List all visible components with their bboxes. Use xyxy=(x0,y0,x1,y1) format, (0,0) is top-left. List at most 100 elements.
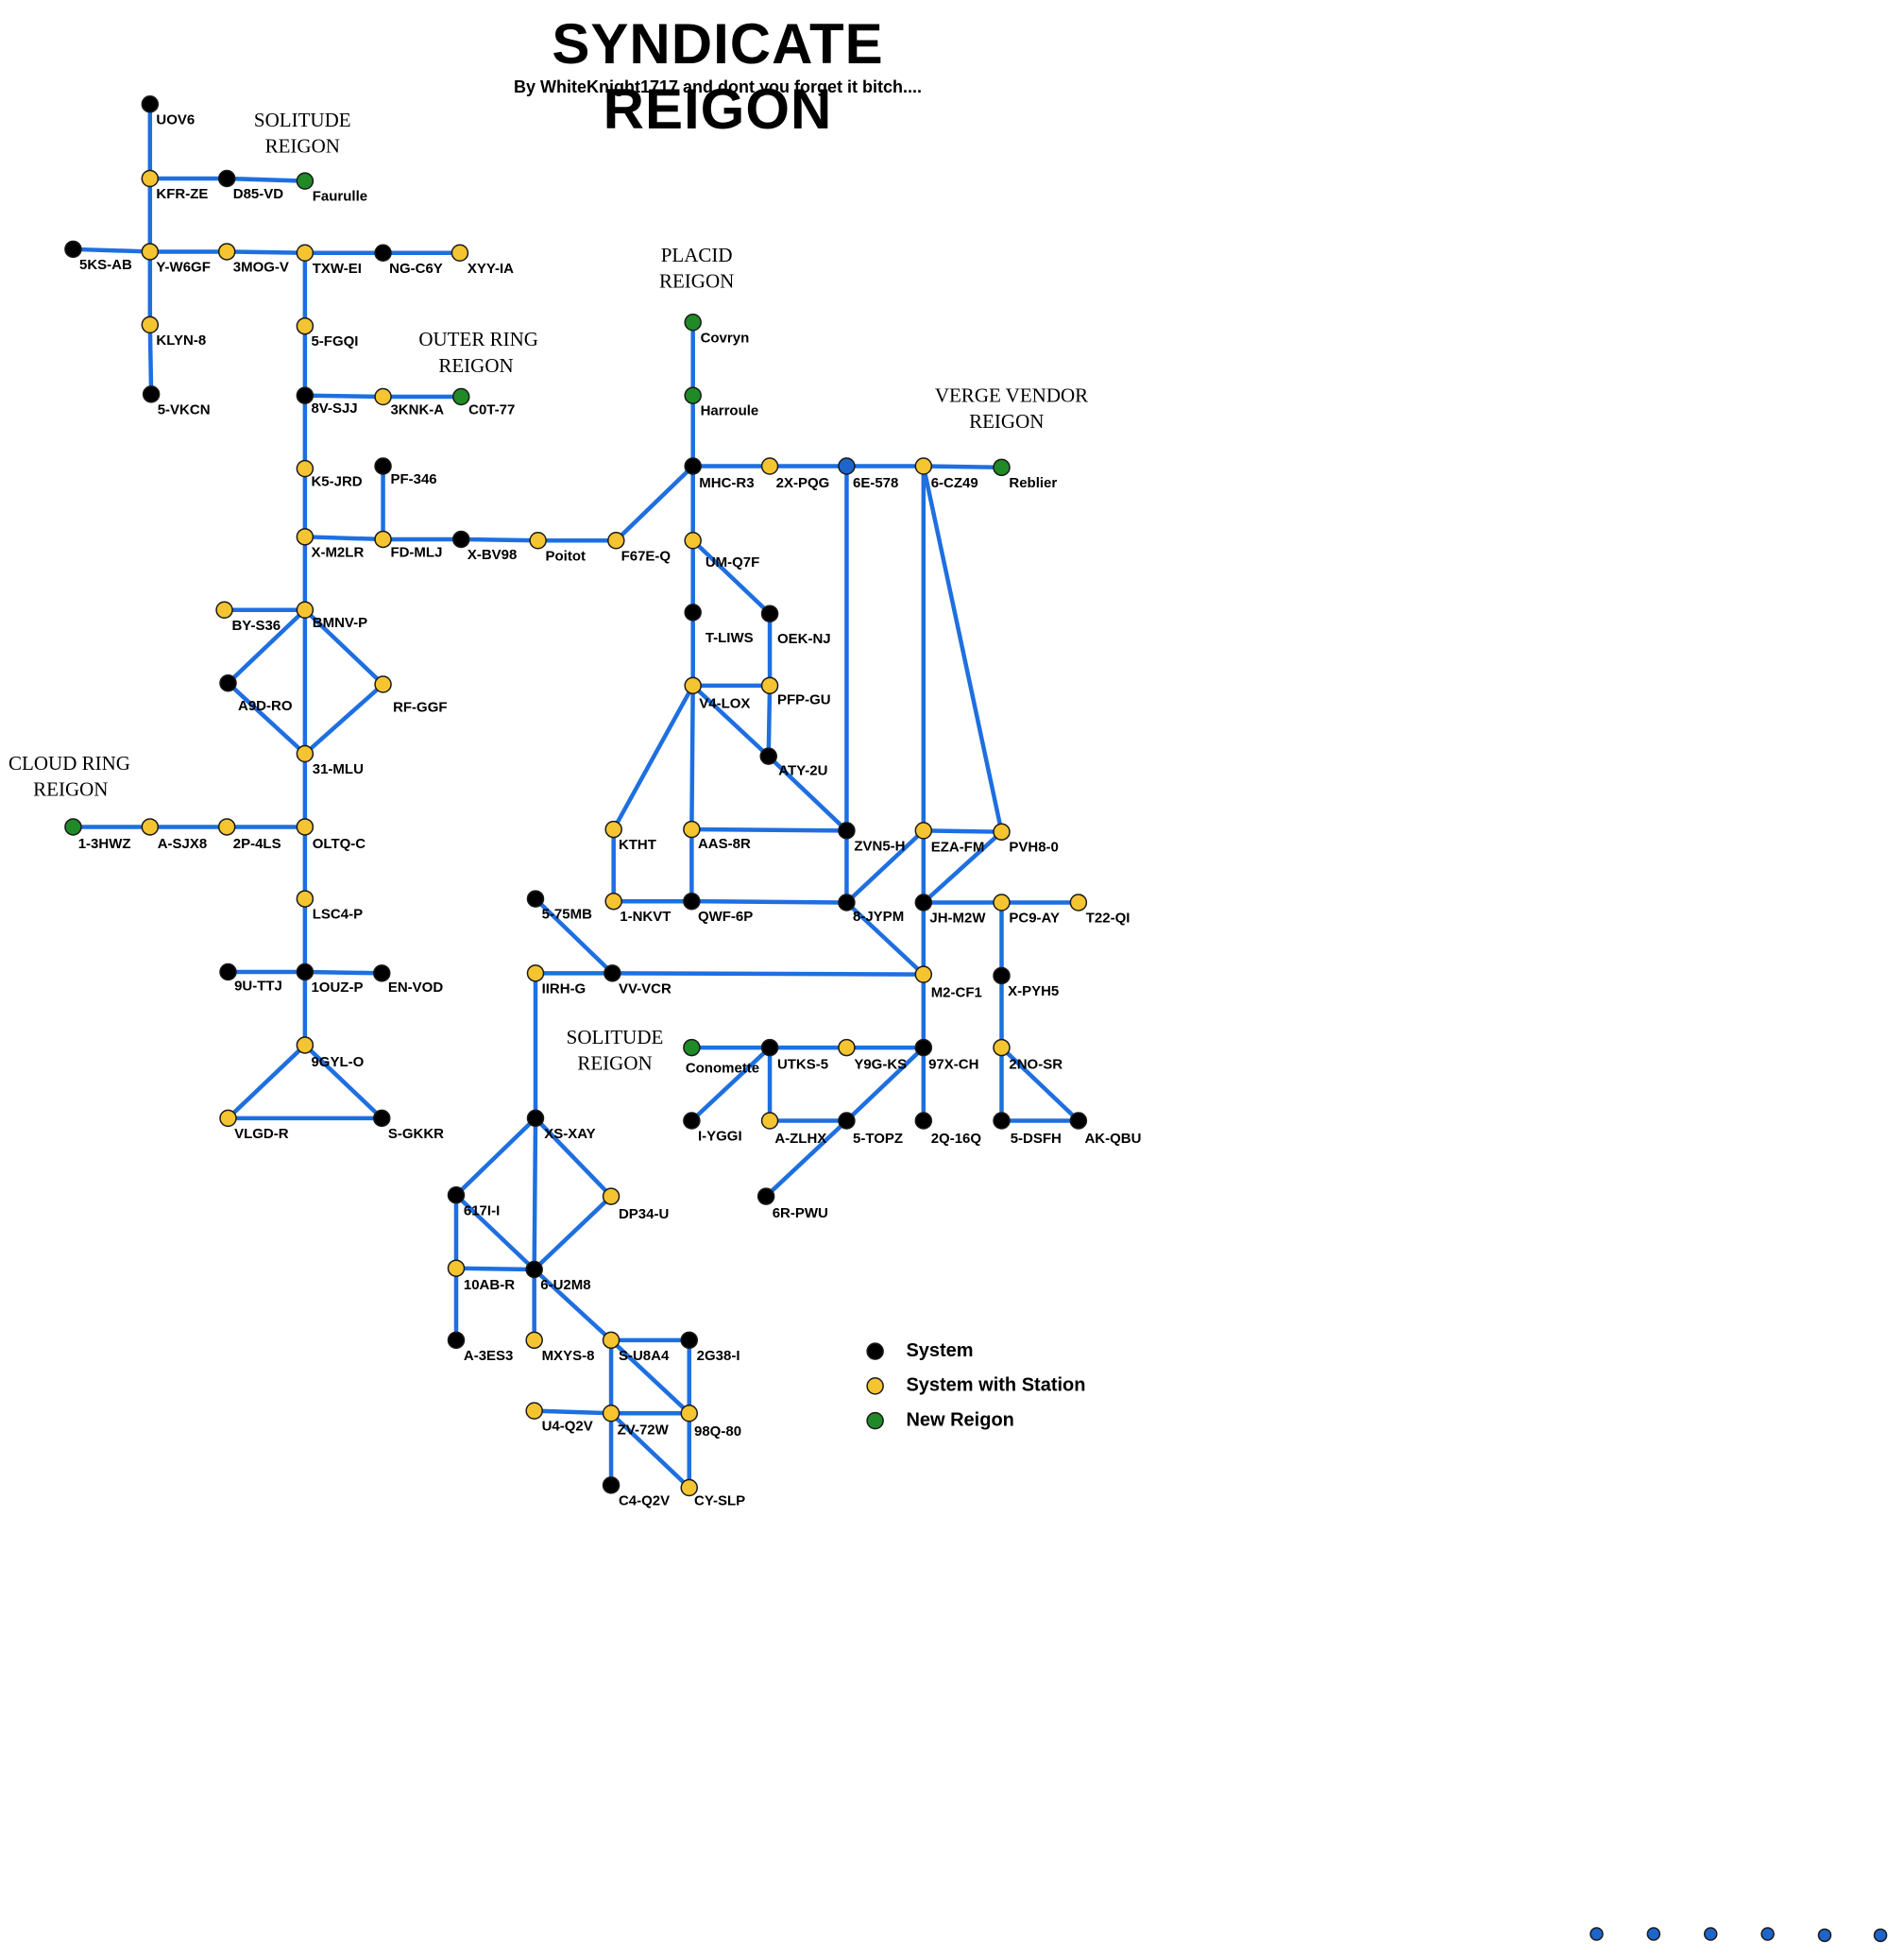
node-label-EZA-FM: EZA-FM xyxy=(931,840,985,856)
node-1OUZ-P xyxy=(296,962,314,981)
node-Poitot xyxy=(529,532,547,550)
node-Y9G-KS xyxy=(838,1038,856,1057)
node-label-UTKS-5: UTKS-5 xyxy=(777,1056,828,1072)
edge-V4-LOX-AAS-8R xyxy=(689,683,695,832)
edge-U4-Q2V-ZV-72W xyxy=(532,1408,614,1416)
edge-X-BV98-Poitot xyxy=(459,537,540,543)
node-6R-PWU xyxy=(756,1187,775,1205)
node-XS-XAY xyxy=(526,1109,545,1128)
node-5-FGQI xyxy=(296,316,314,335)
node-D85-VD xyxy=(217,169,236,188)
node-label-X-M2LR: X-M2LR xyxy=(311,544,364,560)
edge-BMNV-P-RF-GGF xyxy=(302,607,385,687)
node-1-3HWZ xyxy=(64,818,82,836)
edge-XS-XAY-DP34-U xyxy=(533,1116,614,1199)
edge-6-CZ49-Reblier xyxy=(921,464,1004,470)
node-label-OLTQ-C: OLTQ-C xyxy=(313,836,366,852)
node-1-NKVT xyxy=(604,892,622,911)
node-label-MXYS-8: MXYS-8 xyxy=(542,1348,595,1364)
node-label-5-VKCN: 5-VKCN xyxy=(158,401,211,417)
node-label-QWF-6P: QWF-6P xyxy=(698,909,753,925)
edge-6-CZ49-PVH8-0 xyxy=(921,464,1004,834)
node-label-EN-VOD: EN-VOD xyxy=(388,980,444,996)
node-label-F67E-Q: F67E-Q xyxy=(621,548,672,564)
node-label-98Q-80: 98Q-80 xyxy=(694,1423,741,1439)
node-label-Reblier: Reblier xyxy=(1009,475,1057,491)
edge-F67E-Q-MHC-R3 xyxy=(614,464,695,543)
node-UTKS-5 xyxy=(760,1038,779,1057)
legend-marker-new_region xyxy=(866,1411,884,1430)
node-8V-SJJ xyxy=(296,386,314,404)
node-label-X-BV98: X-BV98 xyxy=(468,547,518,563)
node-label-2X-PQG: 2X-PQG xyxy=(776,475,830,491)
node-XYY-IA xyxy=(450,244,469,262)
edge-QWF-6P-8-JYPM xyxy=(689,898,849,905)
node-EN-VOD xyxy=(373,964,391,982)
edge-PVH8-0-JH-M2W xyxy=(921,829,1004,905)
node-OLTQ-C xyxy=(296,818,314,836)
node-label-10AB-R: 10AB-R xyxy=(464,1277,515,1293)
node-UOV6 xyxy=(141,95,160,113)
node-label-5-FGQI: 5-FGQI xyxy=(311,333,358,349)
node-2P-4LS xyxy=(217,818,236,836)
node-label-617I-I: 617I-I xyxy=(464,1202,500,1218)
node-label-5KS-AB: 5KS-AB xyxy=(79,257,132,273)
node-T22-QI xyxy=(1069,894,1088,911)
edge-UM-Q7F-OEK-NJ xyxy=(690,538,773,616)
node-label-9U-TTJ: 9U-TTJ xyxy=(234,979,282,995)
footer-dots xyxy=(1590,1927,1888,1943)
node-label-KTHT: KTHT xyxy=(619,837,656,853)
node-label-VLGD-R: VLGD-R xyxy=(234,1126,289,1142)
node-ATY-2U xyxy=(759,747,777,765)
legend-marker-station xyxy=(866,1377,884,1395)
node-Faurulle xyxy=(296,172,314,190)
node-A-3ES3 xyxy=(447,1331,466,1350)
node-label-1-3HWZ: 1-3HWZ xyxy=(78,836,131,852)
region-label-r4-0: VERGE VENDOR xyxy=(935,383,1088,406)
footer-dot-3 xyxy=(1760,1927,1775,1941)
node-label-8-JYPM: 8-JYPM xyxy=(853,909,904,925)
node-T-LIWS xyxy=(684,604,702,622)
node-label-Conomette: Conomette xyxy=(686,1060,759,1076)
node-label-DP34-U: DP34-U xyxy=(619,1206,669,1222)
node-label-BY-S36: BY-S36 xyxy=(231,618,280,634)
edge-8-JYPM-EZA-FM xyxy=(844,828,926,905)
region-label-r6-0: SOLITUDE xyxy=(567,1026,664,1048)
node-2Q-16Q xyxy=(914,1112,933,1130)
region-label-r5-0: CLOUD RING xyxy=(8,752,130,775)
node-label-5-75MB: 5-75MB xyxy=(542,907,593,923)
legend-label-new_region: New Reigon xyxy=(906,1409,1013,1430)
edge-DP34-U-6-U2M8 xyxy=(532,1194,614,1272)
node-label-5-TOPZ: 5-TOPZ xyxy=(853,1131,903,1147)
edge-A9D-RO-31-MLU xyxy=(226,680,308,757)
node-10AB-R xyxy=(447,1259,466,1277)
edge-1OUZ-P-EN-VOD xyxy=(302,969,384,976)
node-U4-Q2V xyxy=(525,1402,543,1420)
node-PVH8-0 xyxy=(993,823,1011,841)
node-X-PYH5 xyxy=(993,966,1011,985)
page-title: SYNDICATE REIGON xyxy=(552,12,884,141)
node-label-Covryn: Covryn xyxy=(701,330,750,346)
node-MHC-R3 xyxy=(684,457,702,475)
node-UM-Q7F xyxy=(684,532,702,550)
node-label-Poitot: Poitot xyxy=(546,548,586,564)
node-9U-TTJ xyxy=(219,962,237,981)
node-label-K5-JRD: K5-JRD xyxy=(311,474,362,490)
node-5-TOPZ xyxy=(838,1112,856,1130)
node-F67E-Q xyxy=(607,532,625,550)
edge-AAS-8R-ZVN5-H xyxy=(689,826,849,833)
node-label-PFP-GU: PFP-GU xyxy=(777,692,831,708)
node-6E-578 xyxy=(838,457,856,475)
region-label-r3-0: OUTER RING xyxy=(418,328,538,350)
edge-97X-CH-5-TOPZ xyxy=(844,1045,926,1123)
node-5-DSFH xyxy=(993,1112,1011,1130)
node-6-CZ49 xyxy=(914,457,933,475)
node-LSC4-P xyxy=(296,890,314,908)
node-label-ATY-2U: ATY-2U xyxy=(778,762,827,778)
footer-dot-4 xyxy=(1817,1928,1832,1943)
region-label-r2-0: PLACID xyxy=(661,244,733,266)
edge-ATY-2U-ZVN5-H xyxy=(766,754,849,833)
node-label-U4-Q2V: U4-Q2V xyxy=(542,1419,593,1435)
